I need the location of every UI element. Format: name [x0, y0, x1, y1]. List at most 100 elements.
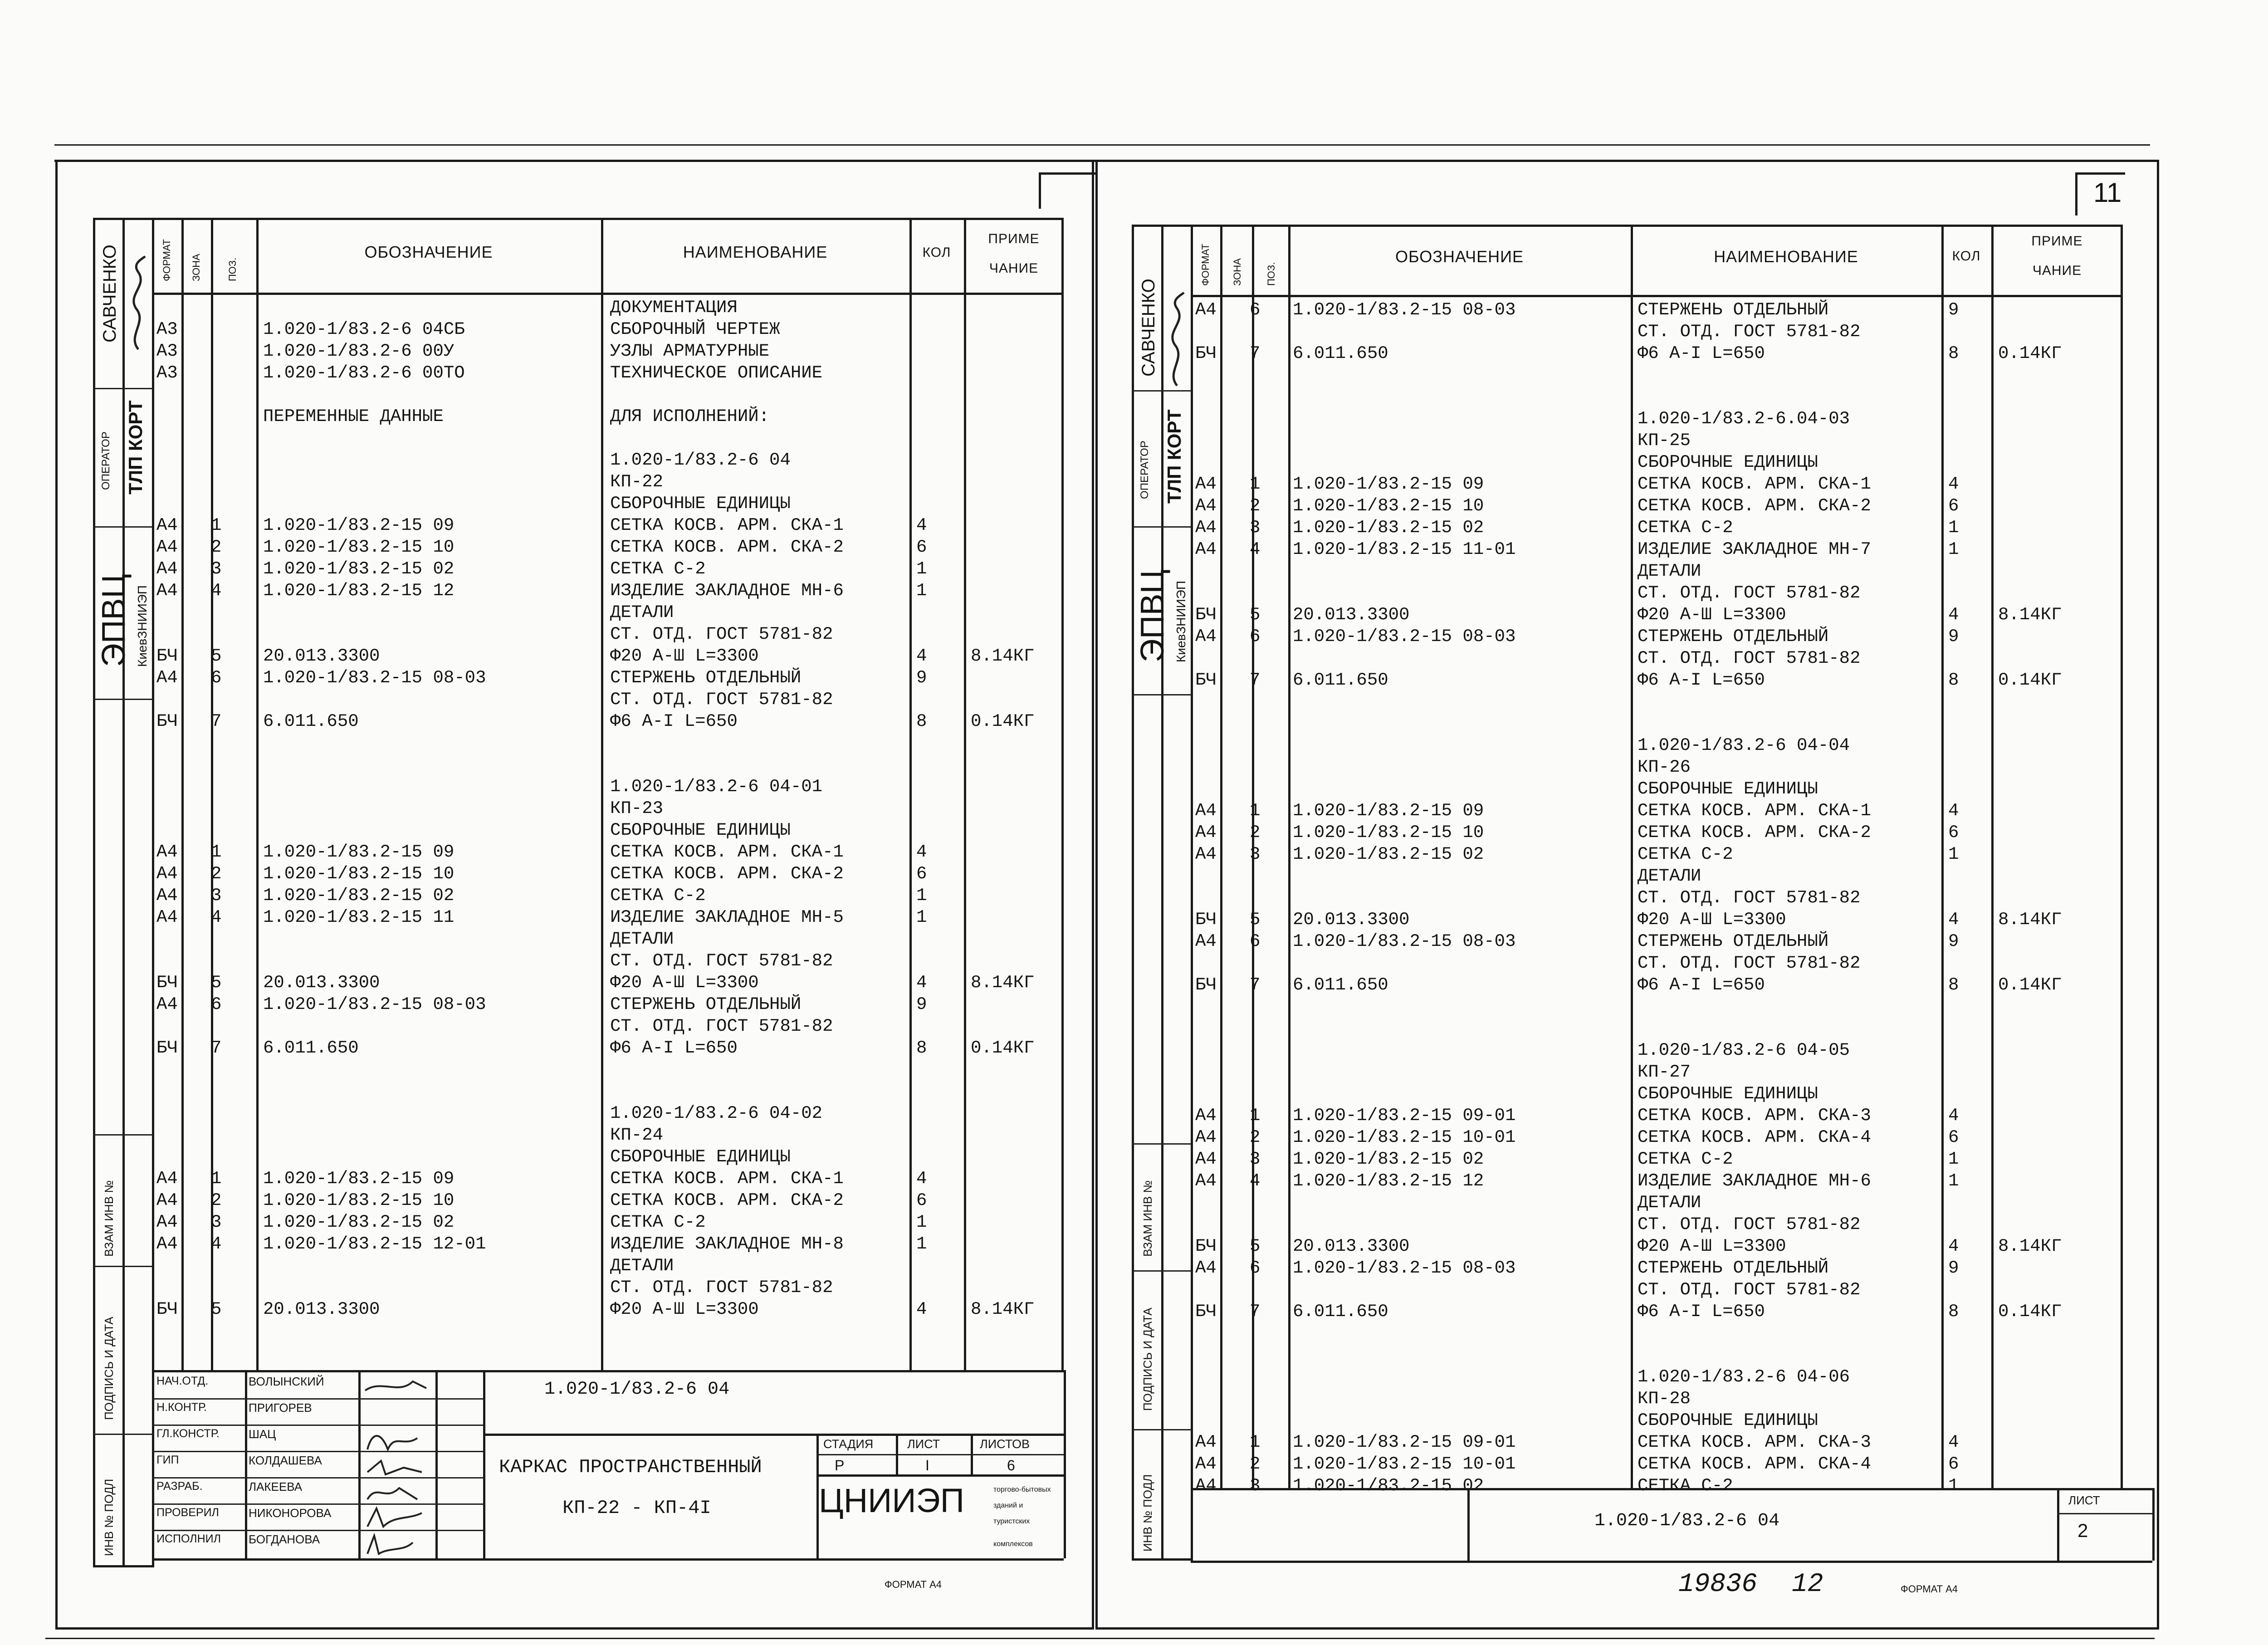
spec-name: ДЛЯ ИСПОЛНЕНИЙ:	[610, 406, 770, 426]
left-tb-org-sub1: торгово-бытовых	[993, 1486, 1051, 1493]
right-hdr-note-1: ПРИМЕ	[2031, 234, 2083, 249]
spec-note: 0.14КГ	[971, 711, 1035, 731]
spec-name: ИЗДЕЛИЕ ЗАКЛАДНОЕ МН-8	[610, 1234, 844, 1254]
spec-pos: 1	[1250, 1106, 1261, 1126]
spec-row: ДОКУМЕНТАЦИЯ	[156, 297, 1064, 318]
spec-pos: 1	[1250, 474, 1261, 494]
left-col-zone	[211, 218, 213, 1372]
right-col-zone	[1252, 225, 1254, 1490]
spec-qty: 6	[1948, 1454, 1959, 1474]
right-hdr-zone: ЗОНА	[1232, 258, 1243, 286]
spec-name: ДЕТАЛИ	[610, 602, 674, 622]
spec-qty: 1	[1948, 1476, 1959, 1496]
spec-designation: 1.020-1/83.2-15 08-03	[1293, 300, 1516, 320]
spec-qty: 8	[916, 711, 927, 731]
spec-row: КП-26	[1195, 757, 2121, 778]
spec-pos: 6	[211, 668, 222, 688]
spec-row: ДЕТАЛИ	[156, 602, 1064, 623]
side-org-kiev-right: КиевЗНИИЭП	[1174, 580, 1188, 662]
spec-format: А4	[1195, 496, 1217, 516]
spec-pos: 7	[1250, 975, 1261, 995]
spec-name: СЕТКА С-2	[1637, 844, 1733, 864]
spec-name: КП-27	[1637, 1062, 1691, 1082]
spec-pos: 7	[1250, 1302, 1261, 1322]
spec-name: ДЕТАЛИ	[1637, 866, 1701, 886]
right-col-desig	[1631, 225, 1633, 1490]
spec-name: 1.020-1/83.2-6.04-03	[1637, 409, 1850, 429]
spec-row: СТ. ОТД. ГОСТ 5781-82	[1195, 648, 2121, 669]
spec-format: БЧ	[1195, 670, 1217, 690]
spec-designation: 1.020-1/83.2-15 08-03	[263, 668, 486, 688]
spec-row	[156, 384, 1064, 405]
spec-name: СТЕРЖЕНЬ ОТДЕЛЬНЫЙ	[610, 668, 802, 688]
spec-designation: 1.020-1/83.2-15 08-03	[1293, 1258, 1516, 1278]
right-hdr-name: НАИМЕНОВАНИЕ	[1714, 247, 1858, 266]
spec-note: 8.14КГ	[1998, 1236, 2062, 1256]
spec-row: СТ. ОТД. ГОСТ 5781-82	[156, 1277, 1064, 1298]
side-inv-vzam-right: ВЗАМ ИНВ №	[1141, 1180, 1154, 1257]
spec-row: СТ. ОТД. ГОСТ 5781-82	[1195, 583, 2121, 603]
spec-name: ИЗДЕЛИЕ ЗАКЛАДНОЕ МН-7	[1637, 539, 1871, 559]
spec-name: СТ. ОТД. ГОСТ 5781-82	[1637, 583, 1861, 603]
spec-name: СЕТКА С-2	[610, 886, 706, 906]
spec-name: СБОРОЧНЫЕ ЕДИНИЦЫ	[1637, 452, 1818, 472]
spec-row: КП-24	[156, 1125, 1064, 1146]
left-tb-org-sub4: комплексов	[993, 1540, 1033, 1548]
spec-row: СБОРОЧНЫЕ ЕДИНИЦЫ	[156, 820, 1064, 841]
spec-note: 8.14КГ	[1998, 910, 2062, 930]
spec-designation: 1.020-1/83.2-15 09	[1293, 474, 1484, 494]
spec-row: ДЕТАЛИ	[1195, 866, 2121, 886]
left-tb-bottom	[152, 1558, 1064, 1561]
spec-designation: 1.020-1/83.2-15 12-01	[263, 1234, 486, 1254]
spec-name: СТ. ОТД. ГОСТ 5781-82	[610, 1278, 833, 1297]
spec-row	[156, 1059, 1064, 1080]
spec-qty: 1	[916, 1234, 927, 1254]
right-col-name	[1941, 225, 1944, 1490]
spec-pos: 3	[211, 1212, 222, 1232]
spec-name: КП-25	[1637, 431, 1691, 450]
title-role: ИСПОЛНИЛ	[156, 1532, 221, 1545]
spec-qty: 1	[1948, 518, 1959, 538]
spec-qty: 4	[916, 842, 927, 862]
left-tb-col-1	[245, 1370, 247, 1558]
spec-name: Ф6 А-I L=650	[610, 711, 738, 731]
spec-format: БЧ	[1195, 1302, 1217, 1322]
spec-format: А4	[156, 907, 178, 927]
spec-row: 1.020-1/83.2-6.04-03	[1195, 408, 2121, 429]
title-role: ГЛ.КОНСТР.	[156, 1427, 220, 1440]
spec-pos: 2	[211, 537, 222, 557]
spec-pos: 2	[1250, 1127, 1261, 1147]
spec-pos: 2	[211, 864, 222, 884]
spec-format: А4	[1195, 801, 1217, 821]
side-inv-podl-right: ИНВ № ПОДЛ	[1141, 1474, 1154, 1552]
spec-pos: 7	[1250, 670, 1261, 690]
spec-qty: 8	[1948, 670, 1959, 690]
spec-name: СЕТКА КОСВ. АРМ. СКА-2	[610, 864, 844, 884]
spec-qty: 6	[916, 1190, 927, 1210]
right-page-box-left	[2075, 172, 2077, 215]
handwritten-sheet: 12	[1792, 1570, 1823, 1599]
spec-row: СТ. ОТД. ГОСТ 5781-82	[156, 1016, 1064, 1037]
spec-designation: 1.020-1/83.2-15 02	[263, 559, 455, 579]
spec-name: СБОРОЧНЫЕ ЕДИНИЦЫ	[610, 494, 791, 514]
left-tb-stage-line	[816, 1454, 1064, 1455]
spec-name: СЕТКА С-2	[610, 559, 706, 579]
spec-name: СЕТКА КОСВ. АРМ. СКА-2	[610, 1190, 844, 1210]
spec-qty: 8	[916, 1038, 927, 1058]
signature-nach-otd	[364, 1380, 427, 1391]
signature-savchenko-left	[132, 255, 146, 350]
spec-name: СТ. ОТД. ГОСТ 5781-82	[1637, 648, 1861, 668]
left-tb-sheets: 6	[1007, 1457, 1015, 1474]
